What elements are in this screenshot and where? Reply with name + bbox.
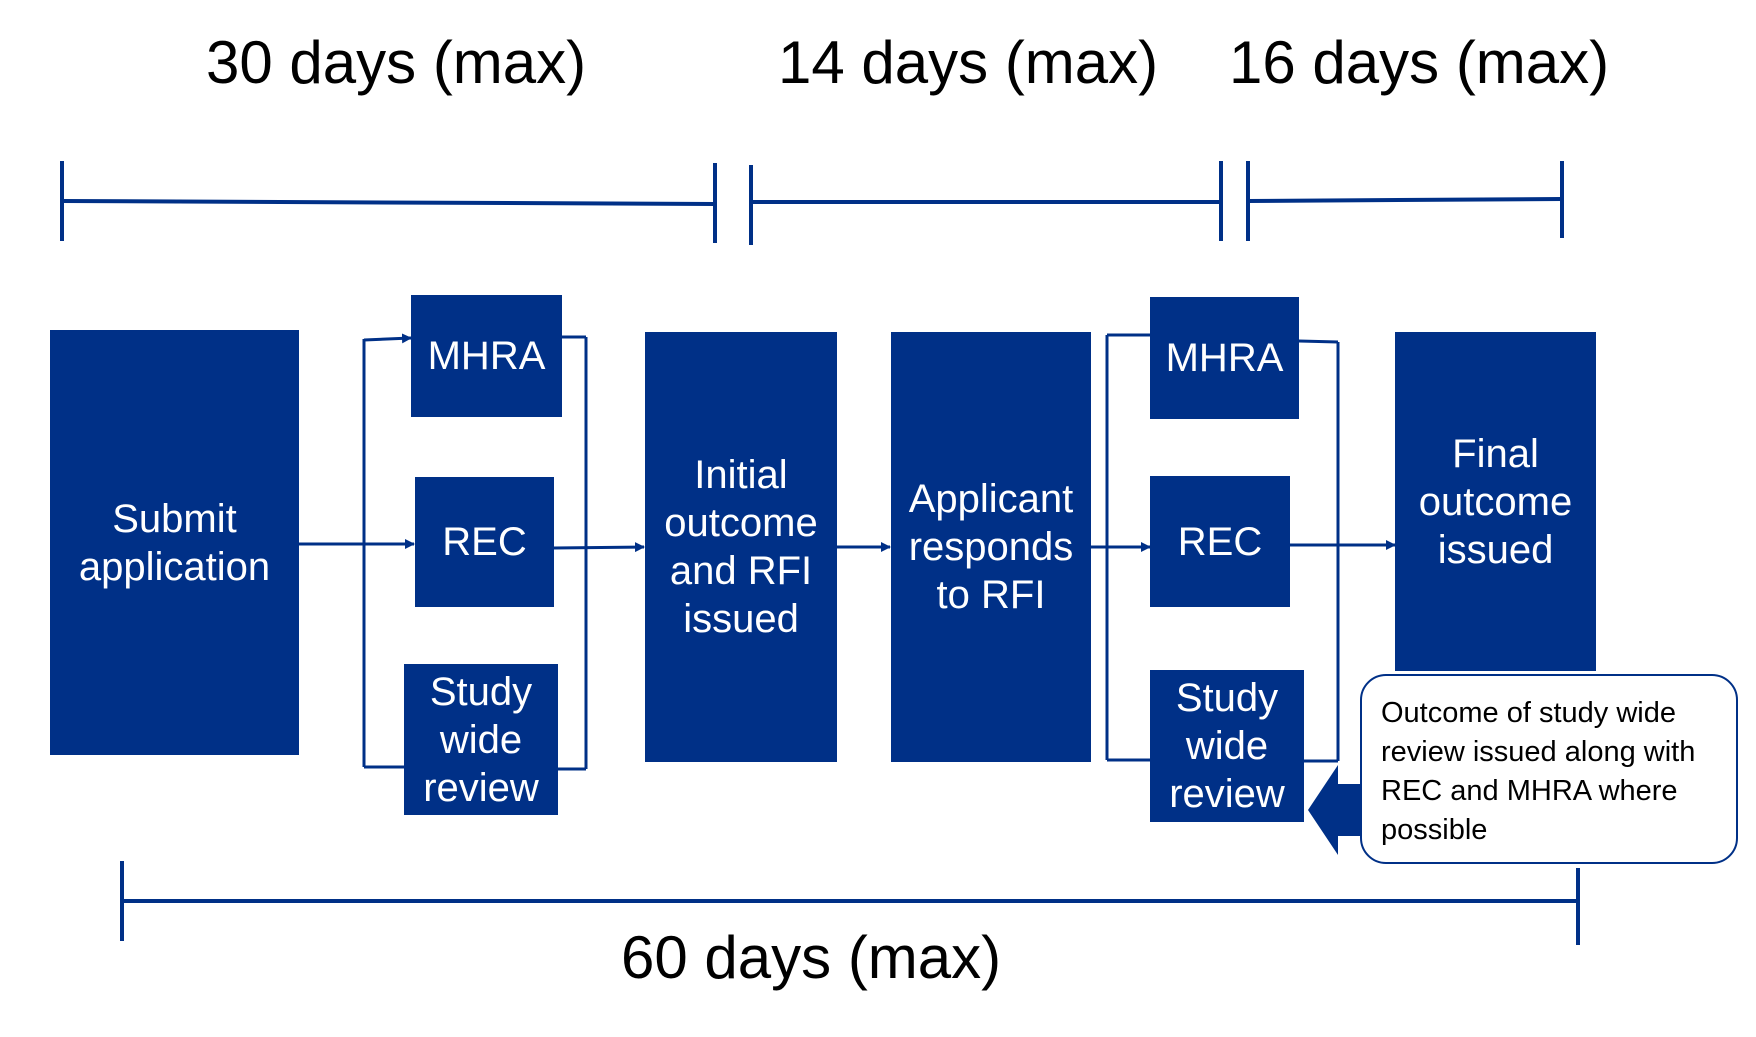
- step-rec-review-1-label: REC: [442, 520, 527, 564]
- step-rec-review-1: REC: [415, 477, 554, 607]
- step-study-wide-review-1: Study wide review: [404, 664, 558, 815]
- timeline-label-16-days: 16 days (max): [1229, 29, 1610, 96]
- timeline-label-14-days: 14 days (max): [778, 29, 1159, 96]
- callout-text: Outcome of study wide review issued alon…: [1381, 697, 1696, 846]
- connectors-review-group-2: [1091, 333, 1396, 763]
- step-applicant-responds-label: Applicant responds to RFI: [908, 477, 1074, 617]
- callout-arrow: [1308, 765, 1361, 855]
- arrow-to-mhra-1: [363, 333, 412, 344]
- timeline-bracket-30-days: [60, 161, 717, 243]
- step-initial-outcome-label: Initial outcome and RFI issued: [664, 453, 818, 641]
- study-wide-review-callout: Outcome of study wide review issued alon…: [1360, 674, 1738, 864]
- timeline-bracket-14-days: [749, 161, 1223, 245]
- connectors-review-group-1: [298, 333, 891, 771]
- step-study-wide-review-2: Study wide review: [1150, 670, 1304, 822]
- step-mhra-review-1: MHRA: [411, 295, 562, 417]
- step-mhra-review-1-label: MHRA: [427, 334, 546, 378]
- timeline-label-60-days: 60 days (max): [621, 924, 1002, 991]
- step-rec-review-2-label: REC: [1177, 519, 1263, 564]
- timeline-bracket-60-days: [120, 861, 1580, 945]
- arrow-to-initial-outcome: [553, 542, 645, 553]
- step-mhra-review-2-label: MHRA: [1165, 336, 1284, 380]
- timeline-bracket-16-days: [1246, 161, 1564, 241]
- step-submit-application: Submit application: [50, 330, 299, 755]
- step-mhra-review-2: MHRA: [1150, 297, 1299, 419]
- step-initial-outcome: Initial outcome and RFI issued: [645, 332, 837, 762]
- step-study-wide-review-2-label: Study wide review: [1169, 676, 1285, 816]
- join-top-2: [1298, 339, 1339, 344]
- step-final-outcome-label: Final outcome issued: [1418, 431, 1573, 572]
- step-applicant-responds: Applicant responds to RFI: [891, 332, 1091, 762]
- step-submit-application-label: Submit application: [78, 496, 271, 589]
- step-study-wide-review-1-label: Study wide review: [423, 669, 539, 810]
- step-rec-review-2: REC: [1150, 476, 1290, 607]
- step-final-outcome: Final outcome issued: [1395, 332, 1596, 671]
- timeline-label-30-days: 30 days (max): [206, 29, 587, 96]
